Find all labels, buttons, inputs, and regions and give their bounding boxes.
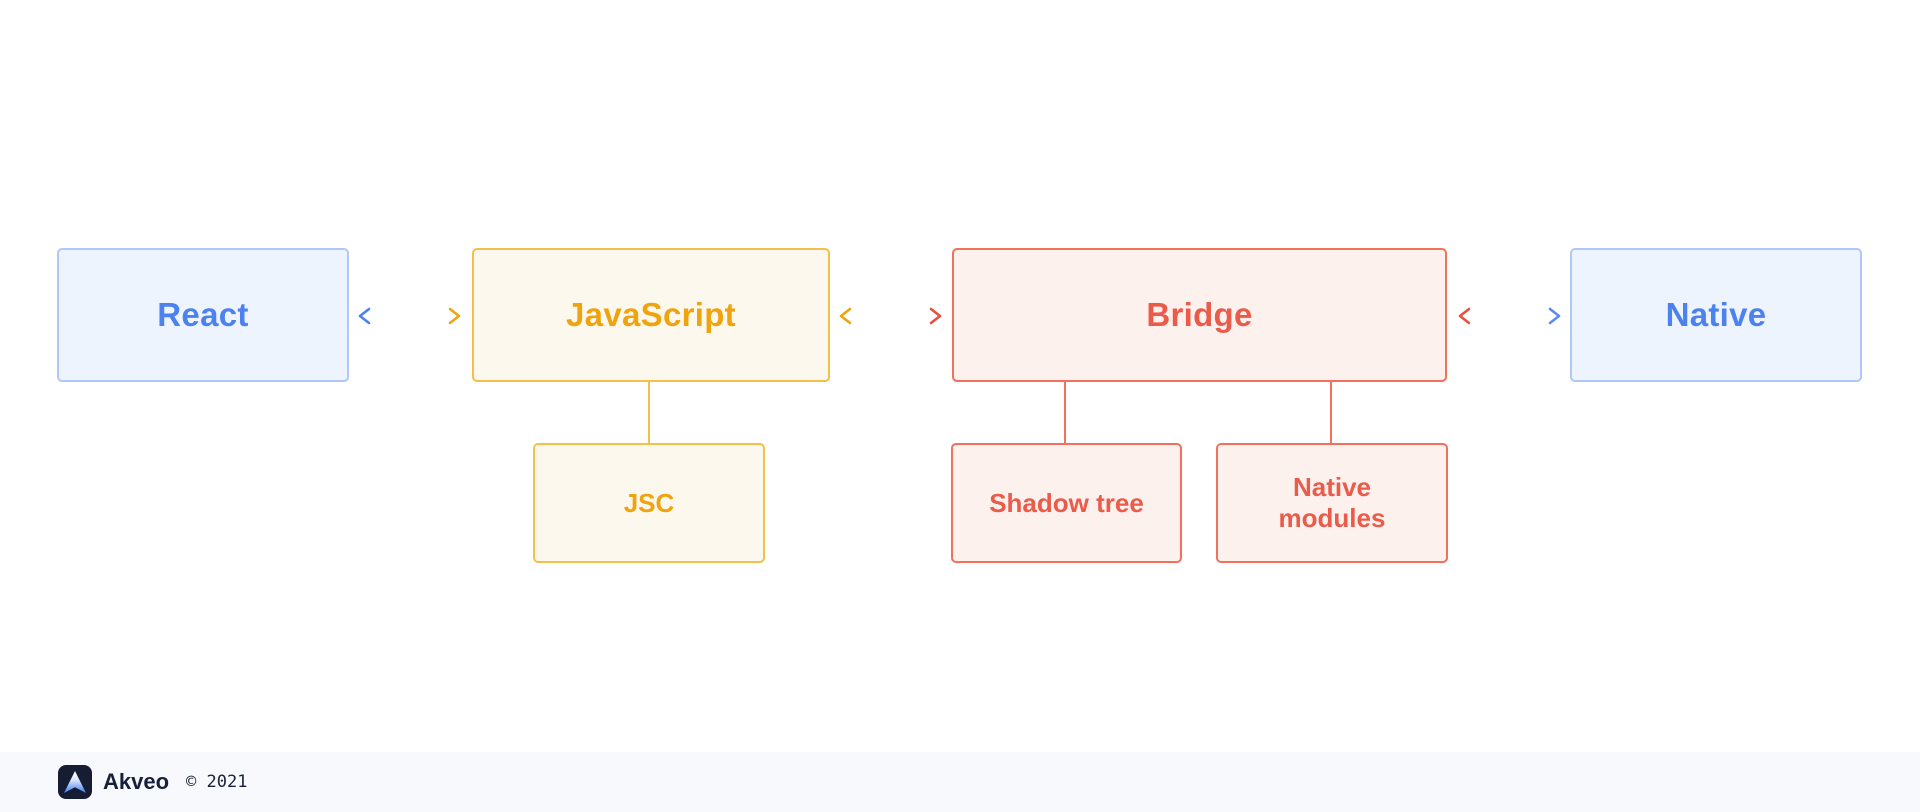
connector-bridge-shadow-tree [1064,382,1066,443]
node-native-label: Native [1665,296,1767,333]
brand-name: Akveo [103,769,170,794]
node-javascript: JavaScript [472,248,830,382]
node-shadow-tree: Shadow tree [951,443,1182,563]
arrow-javascript-bridge-icon [839,307,942,325]
arrow-react-javascript-icon [358,307,461,325]
node-javascript-label: JavaScript [566,296,736,333]
node-react-label: React [157,296,249,333]
node-react: React [57,248,349,382]
arrow-bridge-native-icon [1458,307,1561,325]
footer-bar: Akveo © 2021 [0,752,1920,812]
node-shadow-tree-label: Shadow tree [989,487,1144,518]
copyright-text: © 2021 [186,772,248,792]
node-jsc-label: JSC [623,487,675,518]
akveo-logo-icon [58,765,92,799]
node-bridge-label: Bridge [1146,296,1253,333]
node-native-modules-label: Native modules [1278,472,1386,533]
node-jsc: JSC [533,443,765,563]
node-bridge: Bridge [952,248,1447,382]
connector-bridge-native-modules [1330,382,1332,443]
connector-javascript-jsc [648,382,650,443]
node-native-modules: Native modules [1216,443,1448,563]
node-native: Native [1570,248,1862,382]
